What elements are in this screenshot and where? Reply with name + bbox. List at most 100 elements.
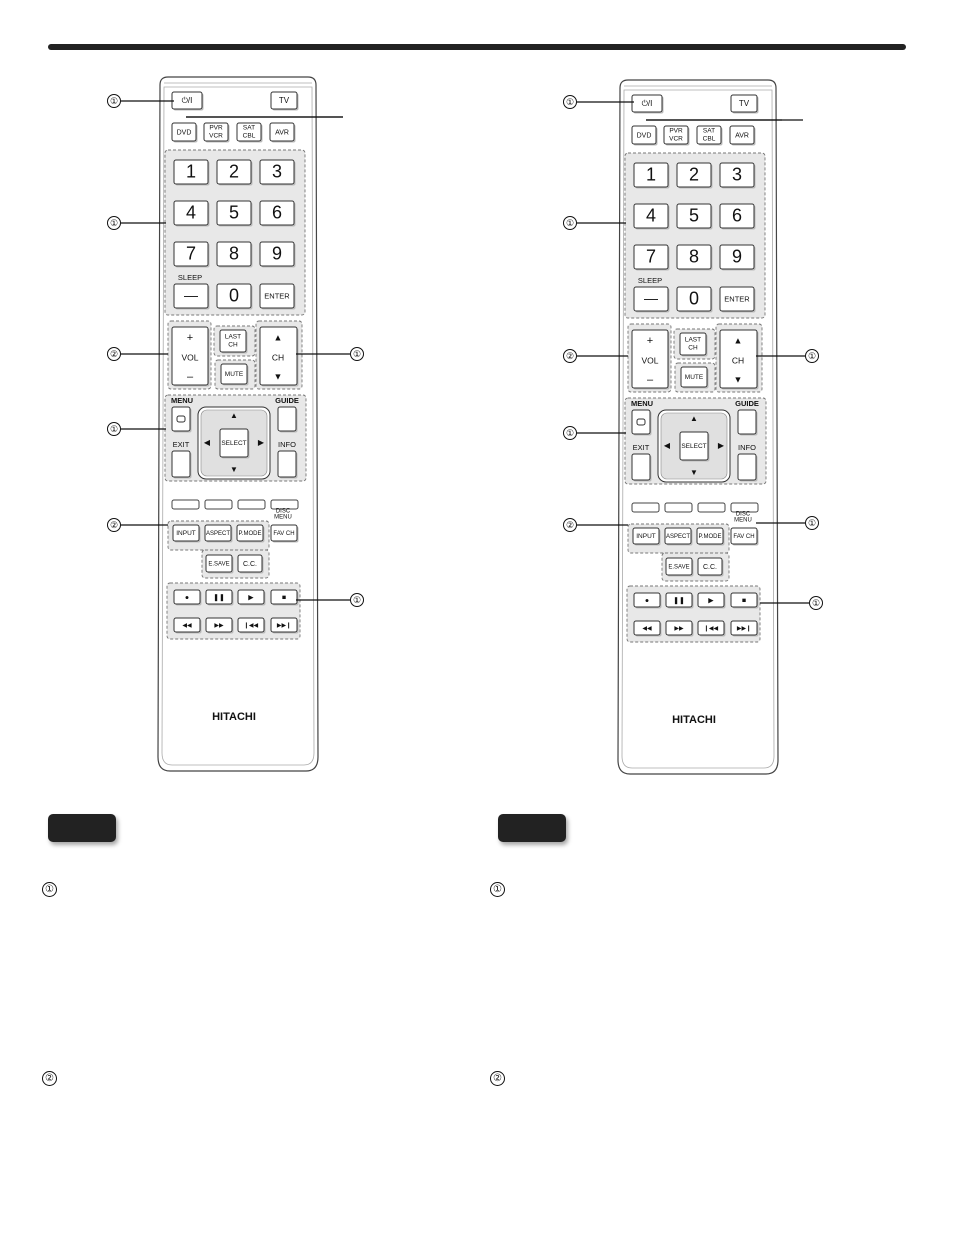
callout-disc-right-label: ① [808,518,816,528]
next-button[interactable]: ▶▶❙ [270,617,299,634]
select-button[interactable]: SELECT [219,428,250,459]
callout-ch-right-label: ① [808,351,816,361]
mute-button[interactable]: MUTE [680,366,709,389]
play-button[interactable]: ▶ [697,592,726,609]
red-button[interactable] [631,502,660,513]
guide-label: GUIDE [275,396,299,405]
previous-button[interactable]: ❙◀◀ [697,620,726,637]
favch-button[interactable]: FAV CH [270,524,299,543]
fast-forward-button[interactable]: ▶▶ [665,620,694,637]
digit-4-button[interactable]: 4 [633,203,670,230]
power-button[interactable]: ⏻/I [631,94,664,114]
digit-7-button[interactable]: 7 [173,241,210,268]
input-button[interactable]: INPUT [632,527,661,546]
sleep-button[interactable]: — [633,286,670,313]
info-button[interactable] [737,453,758,482]
select-button[interactable]: SELECT [679,431,710,462]
pause-button[interactable]: ❚❚ [665,592,694,609]
digit-8-button[interactable]: 8 [676,244,713,271]
esave-button[interactable]: E.SAVE [205,554,234,574]
exit-button[interactable] [631,453,652,482]
dvd-button[interactable]: DVD [171,122,198,143]
dvd-button-label: DVD [177,129,192,136]
digit-1-button[interactable]: 1 [633,162,670,189]
sleep-button[interactable]: — [173,283,210,310]
previous-button[interactable]: ❙◀◀ [237,617,266,634]
stop-button-label: ■ [742,597,746,604]
aspect-button[interactable]: ASPECT [204,524,233,543]
rewind-button[interactable]: ◀◀ [633,620,662,637]
exit-button[interactable] [171,450,192,479]
digit-5-button[interactable]: 5 [676,203,713,230]
cc-button[interactable]: C.C. [697,557,724,577]
digit-6-button-label: 6 [272,202,282,222]
digit-8-button[interactable]: 8 [216,241,253,268]
record-button[interactable]: ● [633,592,662,609]
digit-0-button[interactable]: 0 [676,286,713,313]
yellow-button[interactable] [697,502,726,513]
play-button[interactable]: ▶ [237,589,266,606]
vol-button[interactable] [631,329,670,390]
digit-7-button[interactable]: 7 [633,244,670,271]
input-button[interactable]: INPUT [172,524,201,543]
rewind-button[interactable]: ◀◀ [173,617,202,634]
blue-button[interactable] [730,502,759,513]
digit-9-button[interactable]: 9 [719,244,756,271]
avr-button[interactable]: AVR [269,122,296,143]
legend-one-right: ① [490,882,505,897]
record-button[interactable]: ● [173,589,202,606]
digit-3-button[interactable]: 3 [719,162,756,189]
callout-input-right: ② [563,518,577,532]
digit-2-button[interactable]: 2 [216,159,253,186]
digit-1-button[interactable]: 1 [173,159,210,186]
ch-button[interactable] [719,329,759,390]
tv-button[interactable]: TV [730,94,759,114]
sleep-label: SLEEP [638,276,662,285]
green-button[interactable] [204,499,233,510]
digit-5-button[interactable]: 5 [216,200,253,227]
stop-button[interactable]: ■ [270,589,299,606]
guide-button[interactable] [277,406,298,433]
fast-forward-button[interactable]: ▶▶ [205,617,234,634]
enter-button-label: ENTER [724,294,750,303]
digit-6-button-label: 6 [732,205,742,225]
favch-button[interactable]: FAV CH [730,527,759,546]
digit-3-button[interactable]: 3 [259,159,296,186]
mute-button[interactable]: MUTE [220,363,249,386]
blue-button[interactable] [270,499,299,510]
enter-button[interactable]: ENTER [259,283,296,310]
ch-button[interactable] [259,326,299,387]
red-button[interactable] [171,499,200,510]
cc-button[interactable]: C.C. [237,554,264,574]
aspect-button[interactable]: ASPECT [664,527,693,546]
green-button[interactable] [664,502,693,513]
digit-0-button[interactable]: 0 [216,283,253,310]
guide-button[interactable] [737,409,758,436]
digit-4-button[interactable]: 4 [173,200,210,227]
pmode-button[interactable]: P.MODE [696,527,725,546]
enter-button[interactable]: ENTER [719,286,756,313]
info-button[interactable] [277,450,298,479]
dvd-button[interactable]: DVD [631,125,658,146]
power-button[interactable]: ⏻/I [171,91,204,111]
pmode-button-label: P.MODE [699,534,722,540]
digit-2-button[interactable]: 2 [676,162,713,189]
digit-9-button[interactable]: 9 [259,241,296,268]
stop-button[interactable]: ■ [730,592,759,609]
vol-button[interactable] [171,326,210,387]
digit-6-button[interactable]: 6 [259,200,296,227]
pmode-button[interactable]: P.MODE [236,524,265,543]
yellow-button[interactable] [237,499,266,510]
avr-button[interactable]: AVR [729,125,756,146]
esave-button[interactable]: E.SAVE [665,557,694,577]
digit-6-button[interactable]: 6 [719,203,756,230]
next-button[interactable]: ▶▶❙ [730,620,759,637]
pause-button[interactable]: ❚❚ [205,589,234,606]
tv-button[interactable]: TV [270,91,299,111]
